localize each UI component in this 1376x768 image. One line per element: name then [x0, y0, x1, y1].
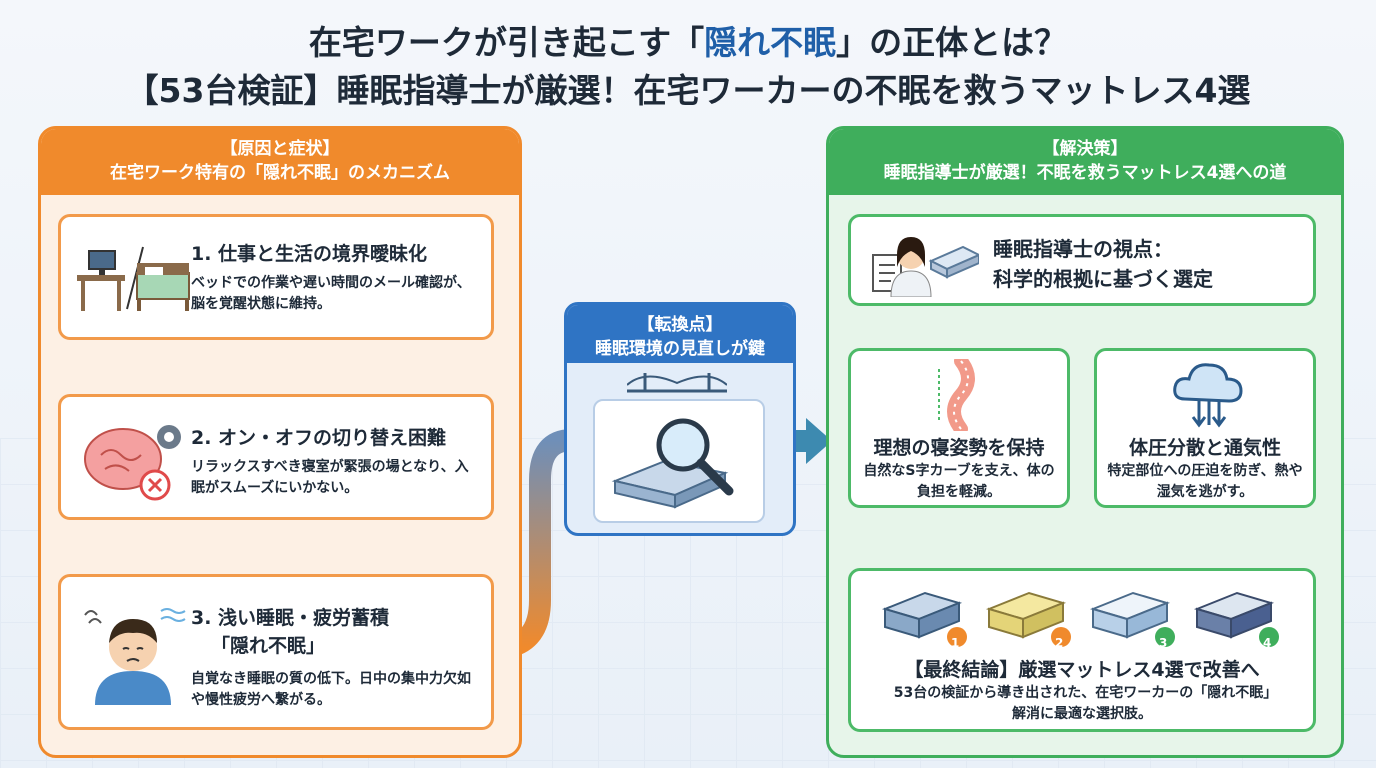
mattress-1 [881, 591, 967, 647]
magnifier-card [593, 399, 765, 523]
step-3-title-line1: 3. 浅い睡眠・疲労蓄積 [191, 607, 390, 629]
page-title-line2: 【53台検証】睡眠指導士が厳選！在宅ワーカーの不眠を救うマットレス4選 [125, 71, 1251, 110]
step-2-text: リラックスすべき寝室が緊張の場となり、入眠がスムーズにいかない。 [191, 459, 469, 496]
brain-gear-icon [84, 425, 181, 501]
step-card-2: 2. オン・オフの切り替え困難 リラックスすべき寝室が緊張の場となり、入眠がスム… [58, 394, 494, 520]
step-2-title: 2. オン・オフの切り替え困難 [191, 427, 447, 449]
turning-point-box: 【転換点】 睡眠環境の見直しが鍵 [564, 302, 796, 536]
bridge-icon [627, 373, 727, 393]
mattress-4 [1193, 591, 1279, 647]
badge-1: 1 [951, 636, 960, 650]
viewpoint-line2: 科学的根拠に基づく選定 [993, 267, 1213, 291]
title-highlight: 隠れ不眠 [704, 23, 837, 62]
mattress-2 [985, 591, 1071, 647]
step-1-title: 1. 仕事と生活の境界曖昧化 [191, 243, 428, 265]
step-1-text: ベッドでの作業や遅い時間のメール確認が、脳を覚醒状態に維持。 [191, 275, 471, 312]
step-3-title-line2: 「隠れ不眠」 [211, 635, 326, 657]
pressure-title: 体圧分散と通気性 [1128, 437, 1281, 459]
step-card-3: 3. 浅い睡眠・疲労蓄積 「隠れ不眠」 自覚なき睡眠の質の低下。日中の集中力欠如… [58, 574, 494, 730]
right-arrow-shaft [792, 430, 810, 452]
badge-3: 3 [1159, 636, 1168, 650]
step-3-text: 自覚なき睡眠の質の低下。日中の集中力欠如や慢性疲労へ繋がる。 [191, 671, 471, 708]
desk-bed-icon [77, 246, 190, 311]
badge-2: 2 [1055, 636, 1064, 650]
conclusion-title: 【最終結論】厳選マットレス4選で改善へ [904, 659, 1260, 681]
right-arrow-head [806, 418, 832, 464]
mattress-badges: 1 2 3 4 [877, 579, 1297, 655]
spine-icon [938, 359, 975, 431]
mattress-magnifier-icon [611, 418, 734, 509]
viewpoint-line1: 睡眠指導士の視点： [993, 237, 1173, 261]
cause-panel-header: 【原因と症状】 在宅ワーク特有の「隠れ不眠」のメカニズム [41, 129, 519, 195]
page-title-line1: 在宅ワークが引き起こす「隠れ不眠」の正体とは？ [308, 23, 1068, 62]
viewpoint-card: 睡眠指導士の視点： 科学的根拠に基づく選定 [848, 214, 1316, 306]
step-card-1: 1. 仕事と生活の境界曖昧化 ベッドでの作業や遅い時間のメール確認が、脳を覚醒状… [58, 214, 494, 340]
posture-text: 自然なS字カーブを支え、体の負担を軽減。 [863, 463, 1055, 500]
mattress-3 [1089, 591, 1175, 647]
conclusion-text: 53台の検証から導き出された、在宅ワーカーの「隠れ不眠」解消に最適な選択肢。 [893, 685, 1271, 722]
cloud-airflow-icon [1173, 363, 1243, 428]
posture-card: 理想の寝姿勢を保持 自然なS字カーブを支え、体の負担を軽減。 [848, 348, 1070, 508]
conclusion-card: 1 2 3 4 【最終結論】厳選マットレス4選で改善へ 53台の検証から導き出さ… [848, 568, 1316, 732]
badge-4: 4 [1263, 636, 1272, 650]
tired-person-icon [84, 608, 186, 705]
solution-panel-header: 【解決策】 睡眠指導士が厳選！不眠を救うマットレス4選への道 [829, 129, 1341, 195]
pressure-text: 特定部位への圧迫を防ぎ、熱や湿気を逃がす。 [1107, 463, 1303, 500]
posture-title: 理想の寝姿勢を保持 [873, 437, 1045, 459]
pressure-card: 体圧分散と通気性 特定部位への圧迫を防ぎ、熱や湿気を逃がす。 [1094, 348, 1316, 508]
turning-point-header: 【転換点】 睡眠環境の見直しが鍵 [567, 305, 793, 363]
four-mattresses-icon [881, 591, 1279, 647]
sleep-advisor-icon [872, 237, 979, 297]
